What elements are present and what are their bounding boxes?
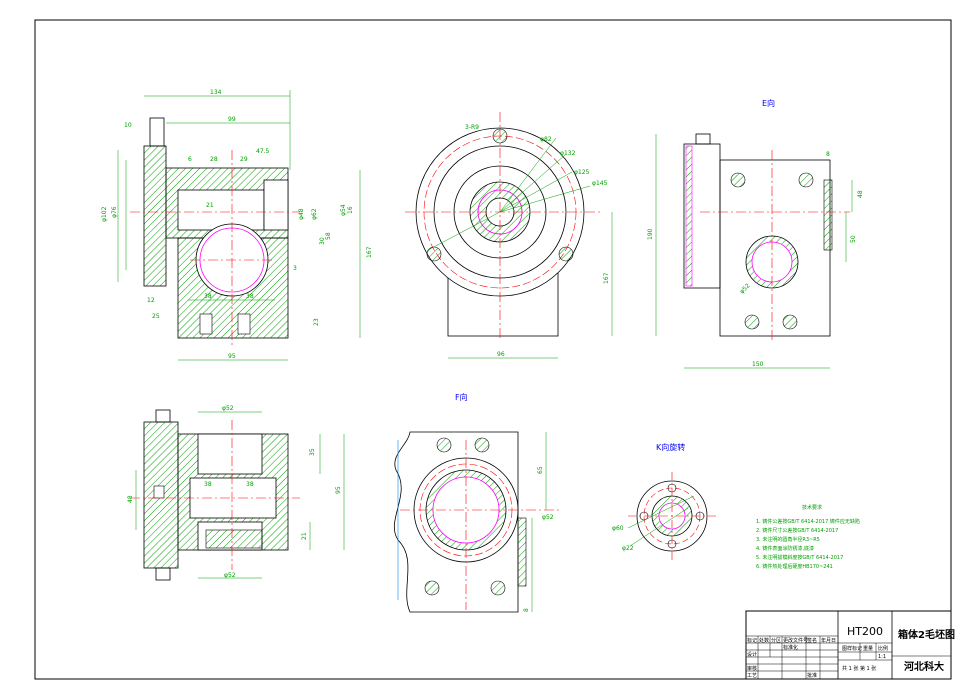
dim-150: 150: [752, 361, 764, 368]
technical-notes: 技术要求 1. 铸件公差按GB/T 6414-2017 铸件应无缺陷 2. 铸件…: [756, 504, 860, 570]
dim-phi52c: φ52: [224, 572, 236, 579]
drawing-name: 箱体2毛坯图: [898, 628, 955, 641]
dim-phi48: φ48: [298, 208, 305, 220]
dim-16: 16: [347, 206, 354, 214]
col-label-change-doc: 更改文件号: [783, 637, 808, 644]
row-label-mark: 标记: [747, 637, 757, 644]
dim-8b: 8: [523, 608, 530, 612]
dim-48b: 48: [127, 495, 134, 503]
note-item-1: 1. 铸件公差按GB/T 6414-2017 铸件应无缺陷: [756, 518, 860, 525]
k-view: K向旋转 φ60 φ22: [612, 442, 716, 560]
dim-96: 96: [497, 351, 505, 358]
col-label-sign: 签名: [807, 637, 817, 644]
dim-28: 28: [210, 156, 218, 163]
dim-48: 48: [857, 190, 864, 198]
dim-phi22: φ22: [622, 545, 634, 552]
dim-38b: 38: [246, 293, 254, 300]
dim-65: 65: [537, 466, 544, 474]
dim-38d: 38: [246, 481, 254, 488]
dim-phi145: φ145: [592, 180, 608, 187]
dim-99: 99: [228, 116, 236, 123]
dim-phi62: φ62: [311, 208, 318, 220]
dim-167: 167: [366, 246, 373, 258]
note-item-5: 5. 未注明拔模斜度按GB/T 6414-2017: [756, 554, 843, 561]
e-view: E向 190 8 48 50 φ52 150: [647, 98, 864, 369]
sheet-info: 共 1 张 第 1 张: [842, 665, 876, 672]
dim-95b: 95: [335, 486, 342, 494]
col-label-date: 年月日: [821, 637, 836, 644]
dim-phi52b: φ52: [222, 405, 234, 412]
dim-phi60: φ60: [612, 525, 624, 532]
approve-label: 批准: [807, 672, 817, 679]
dim-phi82: φ82: [540, 136, 552, 143]
dim-21: 21: [206, 202, 214, 209]
col-label-count: 处数: [759, 637, 769, 644]
dim-50: 50: [850, 235, 857, 243]
dim-phi54: φ54: [340, 204, 347, 216]
dim-12: 12: [147, 297, 155, 304]
dim-167b: 167: [603, 272, 610, 284]
dim-23: 23: [313, 318, 320, 326]
dim-phi102: φ102: [101, 206, 108, 222]
note-item-3: 3. 未注明的圆角半径R3~R5: [756, 536, 820, 543]
dim-190: 190: [647, 228, 654, 240]
f-view: F向 65 φ52 8: [393, 392, 560, 613]
inner-frame: [34, 19, 952, 680]
note-item-6: 6. 铸件热处理后硬度HB170~241: [756, 563, 833, 570]
dim-30: 30: [319, 237, 326, 245]
row-label-process: 工艺: [747, 673, 757, 679]
front-section-view: 134 10 99 47.5 6 28 29 φ102 φ76 21 φ48 φ…: [101, 89, 373, 361]
dim-38c: 38: [204, 481, 212, 488]
note-item-4: 4. 铸件表面涂防锈漆,底漆: [756, 545, 814, 552]
dim-6: 6: [188, 156, 192, 163]
dim-8: 8: [826, 151, 830, 158]
dim-phi132: φ132: [560, 150, 576, 157]
dim-3: 3: [293, 265, 297, 272]
e-view-label: E向: [762, 98, 775, 108]
title-block: HT200 箱体2毛坯图 河北科大 图样标记 重量 比例 1:1 共 1 张 第…: [745, 610, 955, 680]
dim-134: 134: [210, 89, 222, 96]
dim-phi125: φ125: [574, 169, 590, 176]
notes-title: 技术要求: [802, 504, 822, 511]
dim-47-5: 47.5: [256, 148, 270, 155]
dim-29: 29: [240, 156, 248, 163]
f-view-label: F向: [455, 392, 468, 402]
scale-value: 1:1: [878, 654, 886, 660]
k-view-label: K向旋转: [656, 442, 685, 452]
dim-21b: 21: [301, 532, 308, 540]
std-label: 标准化: [783, 644, 798, 651]
dim-phi52d: φ52: [542, 514, 554, 521]
dim-phi52a: φ52: [738, 282, 751, 295]
organization-name: 河北科大: [904, 660, 944, 673]
end-view: 3-R9 φ82 φ132 φ125 φ145 167 96: [405, 112, 613, 359]
dim-3-r9: 3-R9: [465, 124, 479, 131]
dim-25: 25: [152, 313, 160, 320]
note-item-2: 2. 铸件尺寸公差按GB/T 6414-2017: [756, 527, 838, 534]
dim-phi76: φ76: [111, 206, 118, 218]
row-label-review: 审核: [747, 665, 757, 672]
row-label-design: 设计: [747, 651, 757, 658]
weight-label: 重量: [863, 645, 873, 652]
dim-10: 10: [124, 122, 132, 129]
material-text: HT200: [847, 625, 883, 638]
top-section-view: φ52 35 38 38 48 95 21 φ52: [127, 405, 345, 581]
scale-label: 比例: [878, 645, 888, 652]
dim-95: 95: [228, 353, 236, 360]
col-label-zone: 分区: [771, 637, 781, 644]
dim-35: 35: [309, 448, 316, 456]
dim-58: 58: [325, 232, 332, 240]
mark-label: 图样标记: [842, 645, 862, 652]
dim-38a: 38: [204, 293, 212, 300]
